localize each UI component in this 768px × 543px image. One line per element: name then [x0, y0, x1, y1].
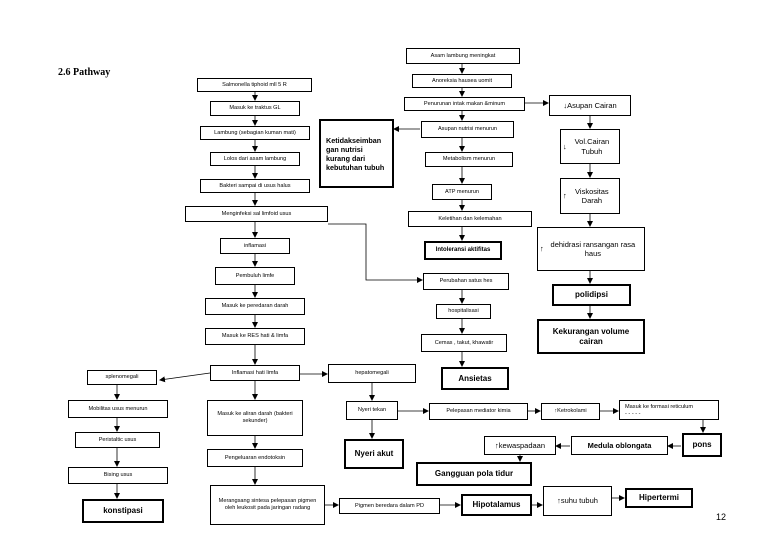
node-pembuluh-limfe: Pembuluh limfe: [215, 267, 295, 285]
node-merangsang: Merangsang sintesa pelepasan pigmen oleh…: [210, 485, 325, 525]
node-hepatomegali: hepatomegali: [328, 364, 416, 383]
node-res-hati: Masuk ke RES hati & limfa: [205, 328, 305, 345]
node-penurunan-intak: Penurunan intak makan &minum: [404, 97, 525, 111]
node-pons: pons: [682, 433, 722, 457]
node-lambung: Lambung (sebagian kuman mati): [200, 126, 310, 140]
node-endotoksin: Pengeluaran endotoksin: [207, 449, 303, 467]
up-arrow-icon: ↑: [563, 191, 567, 201]
node-metabolism: Metabolism menurun: [425, 152, 513, 167]
node-kewaspadaan: ↑ kewaspadaan: [484, 436, 556, 455]
section-heading: 2.6 Pathway: [58, 67, 111, 78]
node-mediator-kimia: Pelepasan mediator kimia: [429, 403, 528, 420]
node-hipertermi: Hipertermi: [625, 488, 693, 508]
node-konstipasi: konstipasi: [82, 499, 164, 523]
node-anoreksia: Anoreksia hausea uomit: [412, 74, 512, 88]
node-nyeri-tekan: Nyeri tekan: [346, 401, 398, 420]
node-kekurangan-volume-cairan: Kekurangan volume cairan: [537, 319, 645, 354]
node-bising: Bising usus: [68, 467, 168, 484]
node-peristaltic: Peristaltic usus: [75, 432, 160, 448]
node-intoleransi-aktifitas: Intoleransi aktifitas: [424, 241, 502, 260]
up-arrow-icon: ↑: [557, 496, 561, 506]
node-vol-cairan: ↓ Vol.Cairan Tubuh: [560, 129, 620, 164]
down-arrow-icon: ↓: [563, 100, 568, 110]
node-traktus: Masuk ke traktus GL: [210, 101, 300, 116]
node-viskositas: ↑ Viskositas Darah: [560, 178, 620, 214]
node-pigmen: Pigmen beredara dalam PD: [339, 498, 440, 514]
up-arrow-icon: ↑: [554, 408, 558, 414]
node-lolos: Lolos dari asam lambung: [210, 152, 300, 166]
node-keletihan: Keletihan dan kelemahan: [408, 211, 532, 227]
connector: [328, 223, 423, 283]
up-arrow-icon: ↑: [540, 244, 544, 254]
node-perubahan-status: Perubahan satus hes: [423, 273, 509, 290]
node-splenomegali: splenomegali: [87, 370, 157, 385]
node-inflamasi-hati: Inflamasi hati limfa: [210, 365, 300, 381]
node-limfoid: Menginfeksi sal limfoid usus: [185, 206, 328, 222]
node-ansietas: Ansietas: [441, 367, 509, 390]
node-hospitalisasi: hospitalisasi: [436, 304, 491, 319]
node-gangguan-pola-tidur: Gangguan pola tidur: [416, 462, 532, 486]
node-polidipsi: polidipsi: [552, 284, 631, 306]
node-mobilitas: Mobilitas usus menurun: [68, 400, 168, 418]
node-asupan-nutrisi: Asupan nutrisi menurun: [421, 121, 514, 138]
node-medula-oblongata: Medula oblongata: [571, 436, 668, 455]
node-aliran-darah: Masuk ke aliran darah (bakteri sekunder): [207, 400, 303, 436]
node-asupan-cairan: ↓ Asupan Cairan: [549, 95, 631, 116]
connector: [159, 372, 211, 383]
down-arrow-icon: ↓: [563, 141, 567, 151]
node-formasi-reticulum: Masuk ke formasi reticulum - - - - -: [619, 400, 719, 420]
node-inflamasi: inflamasi: [220, 238, 290, 254]
node-suhu-tubuh: ↑ suhu tubuh: [543, 486, 612, 516]
node-nyeri-akut: Nyeri akut: [344, 439, 404, 469]
page-number: 12: [716, 512, 727, 522]
node-peredaran-darah: Masuk ke peredaran darah: [205, 298, 305, 315]
node-salmonella: Salmonella tiphoid mll 5 R: [197, 78, 312, 92]
node-asam-lambung: Asam lambung meningkat: [406, 48, 520, 64]
node-atp: ATP menurun: [432, 184, 492, 200]
node-usus-halus: Bakteri sampai di usus halus: [200, 179, 310, 193]
node-hipotalamus: Hipotalamus: [461, 494, 532, 516]
node-cemas: Cemas , takut, khawatir: [421, 334, 507, 352]
up-arrow-icon: ↑: [494, 440, 499, 450]
node-dehidrasi: ↑ dehidrasi ransangan rasa haus: [537, 227, 645, 271]
node-ketidakseimbangan-nutrisi: Ketidakseimban gan nutrisi kurang dari k…: [319, 119, 394, 188]
node-ketrokolami: ↑ Ketrokolami: [541, 403, 600, 420]
